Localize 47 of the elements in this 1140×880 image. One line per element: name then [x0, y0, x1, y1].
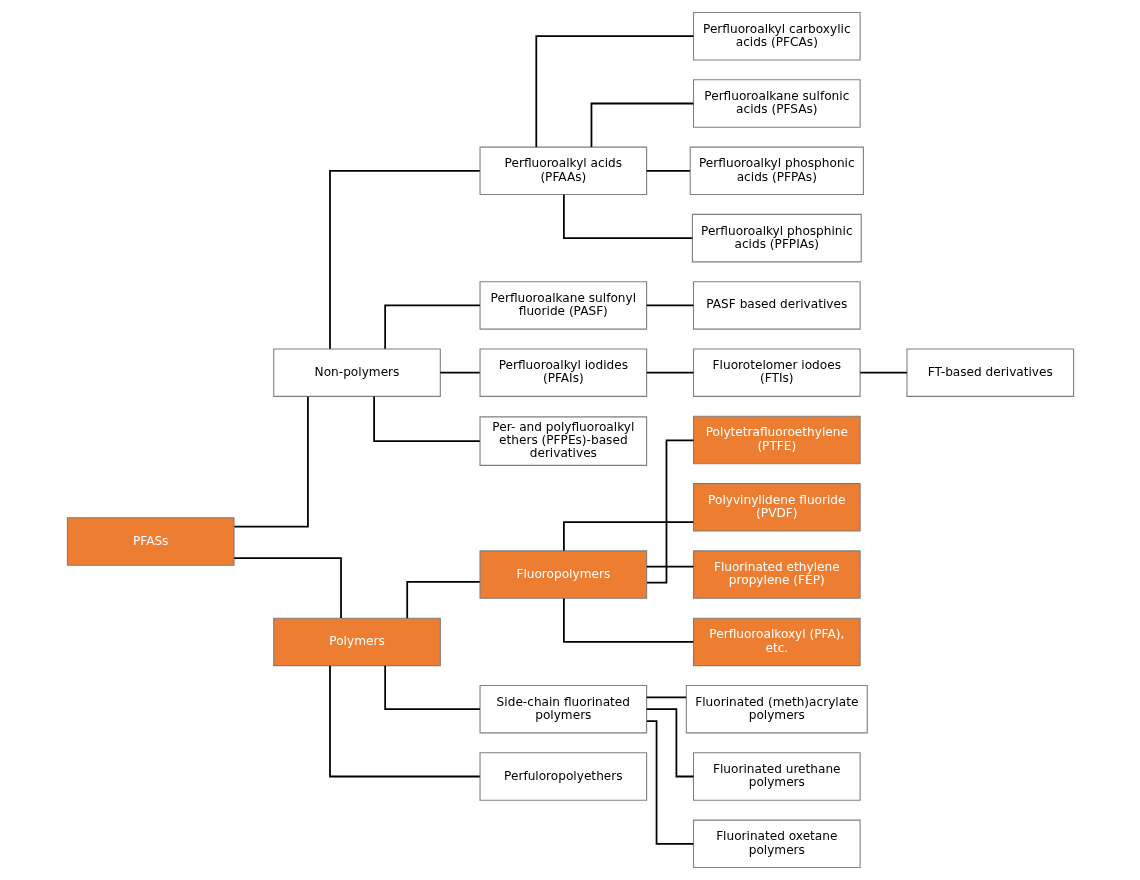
node-box: Fluoropolymers: [478, 550, 647, 599]
node-box: Perfluoroalkyl iodides (PFAIs): [478, 348, 647, 397]
connector: [590, 102, 694, 148]
node-box: Polyvinylidene fluoride (PVDF): [692, 483, 861, 532]
node-box: Polymers: [272, 617, 441, 667]
node-box: Fluorinated oxetane polymers: [692, 819, 861, 869]
node-box: FT-based derivatives: [905, 348, 1074, 397]
node-box: Per- and polyfluoroalkyl ethers (PFPEs)-based derivatives: [478, 416, 647, 466]
node-box: PASF based derivatives: [692, 281, 861, 330]
connector: [383, 304, 481, 350]
connector: [372, 395, 481, 442]
connector: [405, 580, 481, 619]
node-box: Perfluoroalkyl acids (PFAAs): [478, 146, 647, 196]
connector: [645, 720, 694, 845]
node-box: Perfuloropolyethers: [478, 752, 647, 801]
connector: [438, 371, 481, 374]
node-box: Fluorotelomer iodoes (FTIs): [692, 348, 861, 397]
node-box: PFASs: [66, 517, 235, 566]
node-box: Perfluoroalkyl phosphinic acids (PFPIAs): [691, 213, 862, 263]
connector: [562, 597, 694, 643]
node-box: Perfluoroalkyl phosphonic acids (PFPAs): [689, 146, 864, 196]
connector: [534, 35, 694, 148]
node-box: Perfluoroalkoxyl (PFA), etc.: [692, 617, 861, 667]
connector: [562, 521, 694, 552]
node-box: Perfluoroalkyl carboxylic acids (PFCAs): [692, 11, 861, 61]
connector: [383, 664, 481, 711]
connector: [645, 169, 691, 172]
connector: [328, 169, 481, 350]
node-box: Fluorinated (meth)acrylate polymers: [685, 684, 868, 734]
node-box: Side-chain fluorinated polymers: [478, 684, 647, 734]
connector: [645, 696, 687, 699]
node-box: Fluorinated urethane polymers: [692, 752, 861, 801]
connector: [645, 371, 694, 374]
node-box: Perfluoroalkane sulfonic acids (PFSAs): [692, 79, 861, 128]
connector: [645, 304, 694, 307]
connector: [562, 193, 693, 239]
node-box: Polytetrafluoroethylene (PTFE): [692, 415, 861, 465]
connector: [645, 565, 694, 568]
node-box: Perfluoroalkane sulfonyl fluoride (PASF): [478, 281, 647, 330]
connector: [858, 371, 908, 374]
connector: [645, 708, 694, 778]
connector: [233, 395, 309, 528]
node-box: Fluorinated ethylene propylene (FEP): [692, 550, 861, 599]
connector: [328, 664, 481, 778]
connector: [645, 439, 694, 584]
node-box: Non-polymers: [272, 348, 441, 397]
connector: [232, 557, 342, 619]
